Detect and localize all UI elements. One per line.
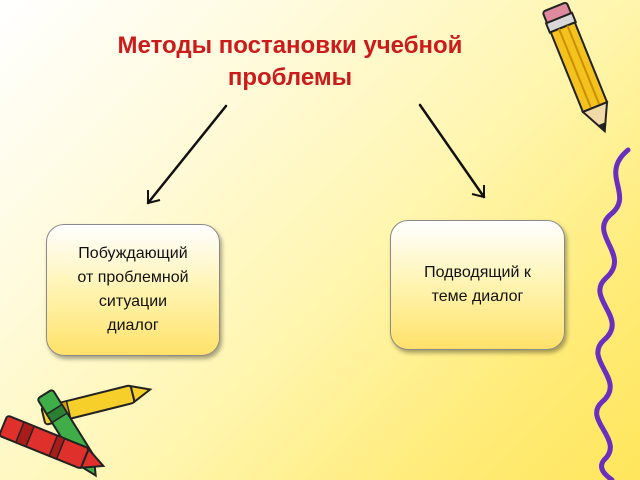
- method-box-prompting-line-4: диалог: [107, 317, 159, 334]
- method-box-leading-dialogue: Подводящий к теме диалог: [390, 220, 565, 350]
- method-box-prompting-dialogue: Побуждающий от проблемной ситуации диало…: [46, 224, 220, 356]
- method-box-prompting-line-3: ситуации: [98, 293, 168, 310]
- method-box-leading-line-1: Подводящий к: [424, 264, 531, 281]
- method-box-prompting-line-2: от проблемной: [77, 269, 189, 286]
- method-box-prompting-line-1: Побуждающий: [78, 245, 188, 262]
- arrow-right: [418, 103, 486, 199]
- method-box-prompting-text: Побуждающий от проблемной ситуации диало…: [77, 242, 188, 338]
- arrow-left: [146, 104, 228, 205]
- slide-title-line-1: Методы постановки учебной: [117, 32, 463, 59]
- slide-title: Методы постановки учебной проблемы: [60, 30, 520, 94]
- slide-title-line-2: проблемы: [227, 64, 353, 91]
- method-box-leading-text: Подводящий к теме диалог: [424, 261, 531, 309]
- method-box-leading-line-2: теме диалог: [431, 288, 524, 305]
